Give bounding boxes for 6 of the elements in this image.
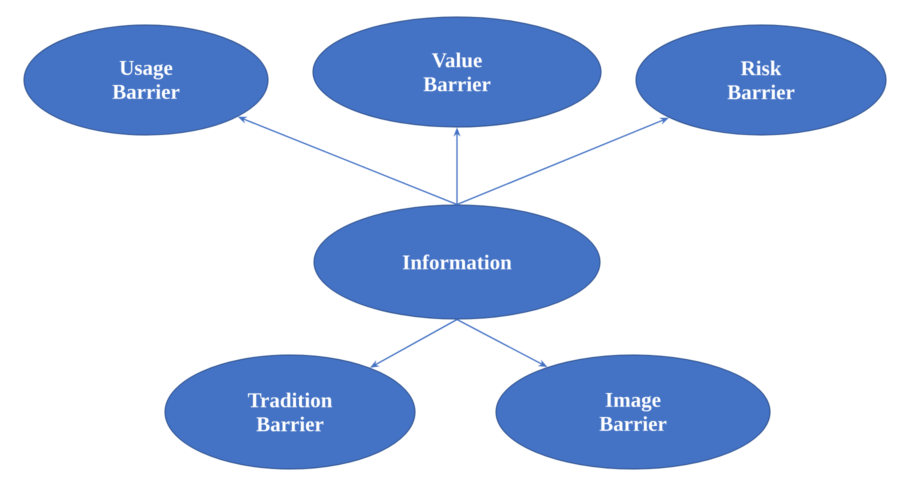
ellipse-node: Tradition Barrier [164, 354, 416, 470]
ellipse-node: Value Barrier [312, 16, 602, 128]
ellipse-node: Image Barrier [496, 354, 770, 470]
ellipse-node: Usage Barrier [24, 24, 268, 136]
ellipse-node: Risk Barrier [636, 24, 887, 136]
ellipse-node: Information [314, 204, 600, 320]
